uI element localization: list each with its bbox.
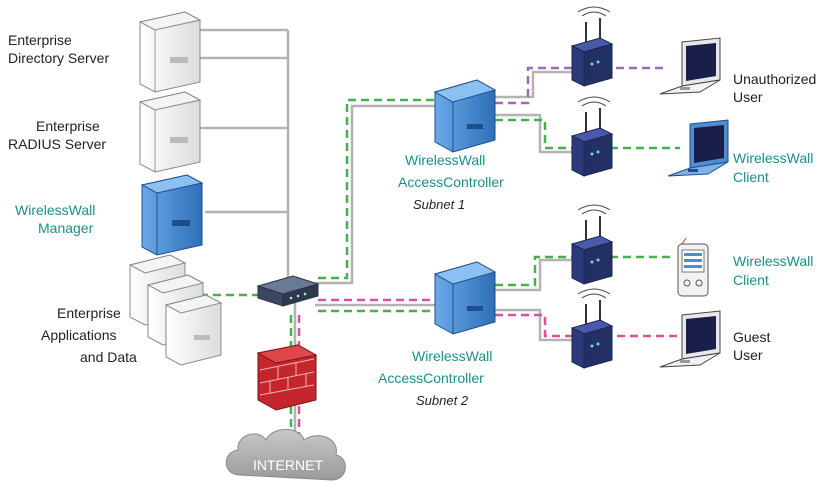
wireless-router-icon — [570, 96, 614, 177]
svg-text:Subnet 2: Subnet 2 — [416, 393, 469, 408]
ap1-wire — [495, 70, 575, 99]
svg-text:AccessController: AccessController — [378, 370, 484, 386]
svg-text:WirelessWall: WirelessWall — [412, 348, 492, 364]
server-tower-icon — [138, 91, 202, 173]
controller2-label: WirelessWall AccessController Subnet 2 — [378, 348, 492, 408]
svg-text:Unauthorized: Unauthorized — [733, 71, 816, 87]
enterprise-apps-label: Enterprise Applications and Data — [41, 305, 137, 365]
svg-text:User: User — [733, 89, 763, 105]
unauthorized-user-label: Unauthorized User — [733, 71, 816, 105]
ap4-wire — [495, 308, 575, 342]
svg-text:and Data: and Data — [80, 349, 137, 365]
guest-user-label: Guest User — [733, 329, 770, 363]
svg-text:RADIUS Server: RADIUS Server — [8, 136, 106, 152]
svg-text:Client: Client — [733, 169, 769, 185]
internet-cloud-icon — [225, 429, 346, 481]
ap2-wire — [495, 113, 575, 154]
svg-text:User: User — [733, 347, 763, 363]
server-tower-icon — [164, 294, 223, 366]
svg-text:Subnet 1: Subnet 1 — [413, 197, 465, 212]
radius-server-label: Enterprise RADIUS Server — [8, 118, 106, 152]
wired-links — [200, 28, 575, 440]
enterprise-apps-servers — [128, 254, 223, 366]
svg-text:Enterprise: Enterprise — [57, 305, 121, 321]
client2-label: WirelessWall Client — [733, 253, 813, 288]
laptop-icon — [659, 37, 721, 95]
blue-server-icon — [433, 261, 497, 335]
controller1-wire — [315, 104, 440, 285]
svg-text:Manager: Manager — [38, 220, 94, 236]
svg-text:WirelessWall: WirelessWall — [405, 152, 485, 168]
server-tower-icon — [138, 11, 202, 93]
svg-text:Enterprise: Enterprise — [36, 118, 100, 134]
blue-server-icon — [140, 174, 204, 256]
dir-server-label: Enterprise Directory Server — [8, 32, 109, 66]
handheld-device-icon — [677, 237, 709, 297]
svg-text:Directory Server: Directory Server — [8, 50, 109, 66]
svg-text:Applications: Applications — [41, 327, 117, 343]
internet-label: INTERNET — [253, 457, 323, 473]
blue-server-icon — [433, 79, 497, 153]
controller1-label: WirelessWall AccessController Subnet 1 — [398, 152, 504, 212]
wireless-router-icon — [570, 288, 614, 369]
ap3-wire — [495, 258, 575, 292]
svg-text:AccessController: AccessController — [398, 174, 504, 190]
manager-label: WirelessWall Manager — [15, 202, 95, 236]
svg-text:WirelessWall: WirelessWall — [733, 150, 813, 166]
wireless-router-icon — [570, 6, 614, 87]
controller1-green-link — [318, 98, 440, 280]
laptop-icon — [667, 119, 729, 177]
firewall-brick-icon — [256, 344, 318, 411]
laptop-icon — [659, 310, 721, 368]
svg-text:Enterprise: Enterprise — [8, 32, 72, 48]
svg-text:WirelessWall: WirelessWall — [733, 253, 813, 269]
client1-label: WirelessWall Client — [733, 150, 813, 185]
svg-text:WirelessWall: WirelessWall — [15, 202, 95, 218]
svg-text:Guest: Guest — [733, 329, 770, 345]
wireless-router-icon — [570, 204, 614, 285]
svg-text:Client: Client — [733, 272, 769, 288]
network-switch-icon — [256, 275, 320, 307]
